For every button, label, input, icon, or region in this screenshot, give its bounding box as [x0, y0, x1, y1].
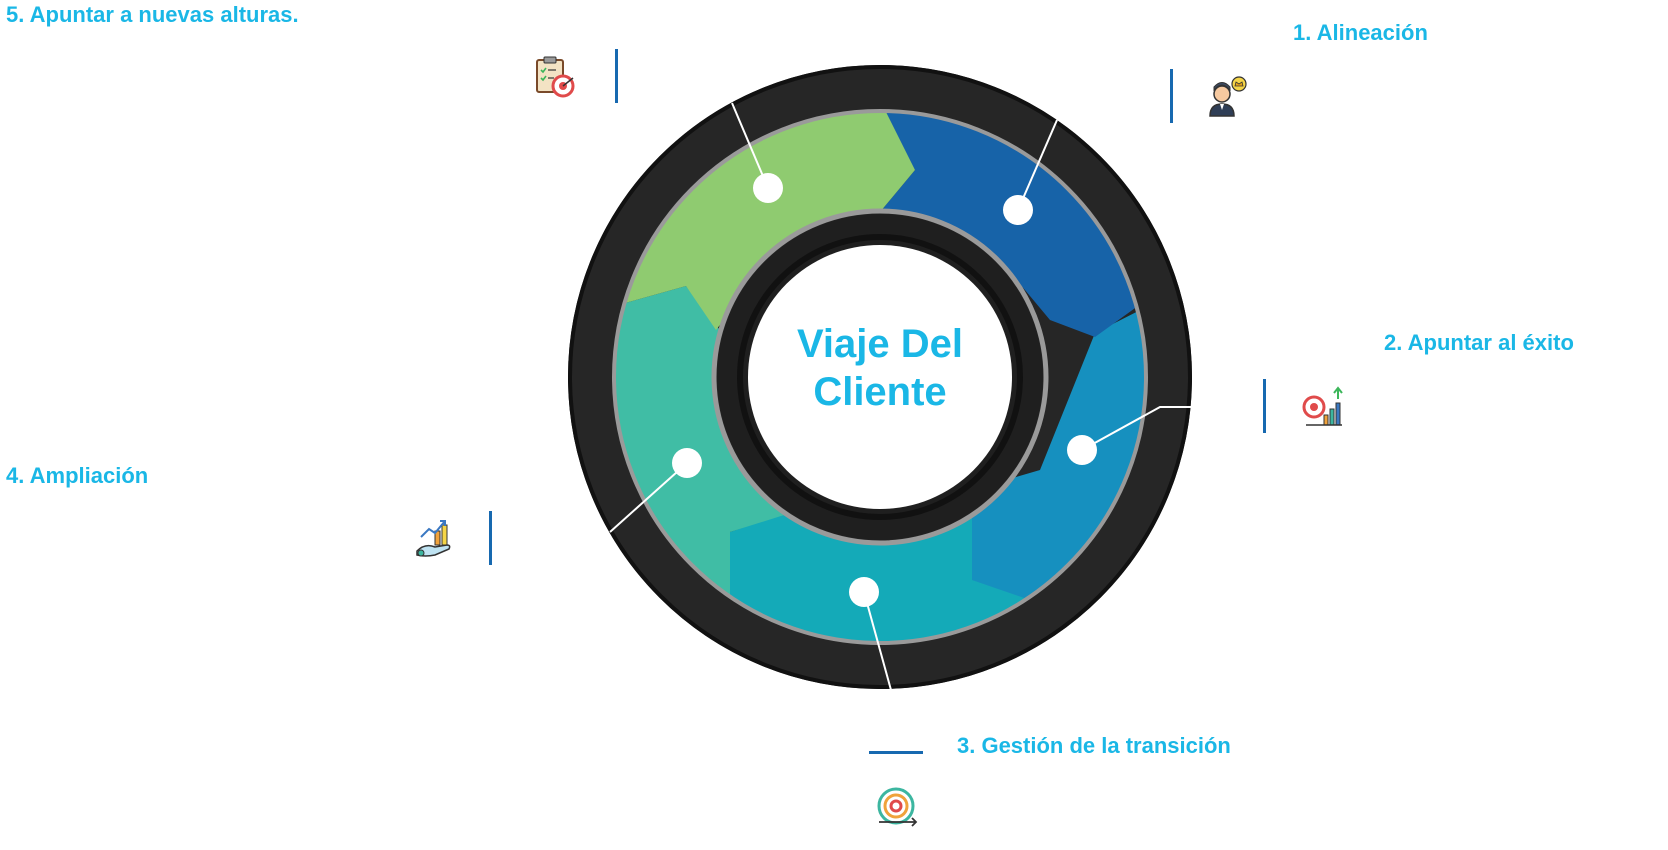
- center-title-line1: Viaje Del: [796, 322, 964, 366]
- connector-1: [1017, 119, 1058, 211]
- step-5-connector-bar: [615, 49, 618, 103]
- step-1-connector-bar: [1170, 69, 1173, 123]
- step-2-connector-bar: [1263, 379, 1266, 433]
- target-growth-chart-icon: [1302, 386, 1343, 426]
- center-title-line2: Cliente: [813, 370, 947, 414]
- inner-dark-ring-edge: [737, 234, 1023, 520]
- marker-dot-1: [1003, 195, 1033, 225]
- businessman-crown-icon: [1209, 76, 1247, 117]
- marker-dot-5: [753, 173, 783, 203]
- step-4-connector-bar: [489, 511, 492, 565]
- center-title: Viaje Del Cliente: [740, 320, 1020, 416]
- outer-dark-ring-edge: [568, 65, 1192, 689]
- clipboard-target-icon: [536, 56, 575, 98]
- connector-5: [731, 102, 769, 189]
- step-3-connector-bar: [869, 751, 923, 754]
- connector-4: [609, 462, 688, 533]
- center-disc: [748, 245, 1012, 509]
- step-3-label: 3. Gestión de la transición: [957, 733, 1231, 758]
- hand-growth-chart-icon: [416, 520, 451, 557]
- band-outer-outline: [612, 109, 1148, 645]
- step-4-label: 4. Ampliación: [6, 463, 149, 488]
- marker-dot-3: [849, 577, 879, 607]
- step-5-label: 5. Apuntar a nuevas alturas.: [6, 2, 299, 27]
- connector-2: [1081, 406, 1192, 451]
- step-1-label: 1. Alineación: [1293, 20, 1428, 45]
- connector-3: [863, 591, 892, 691]
- marker-dot-2: [1067, 435, 1097, 465]
- step-2-label: 2. Apuntar al éxito: [1384, 330, 1574, 355]
- band-inner-outline: [711, 208, 1049, 546]
- marker-dot-4: [672, 448, 702, 478]
- maze-cycle-icon: [877, 787, 918, 827]
